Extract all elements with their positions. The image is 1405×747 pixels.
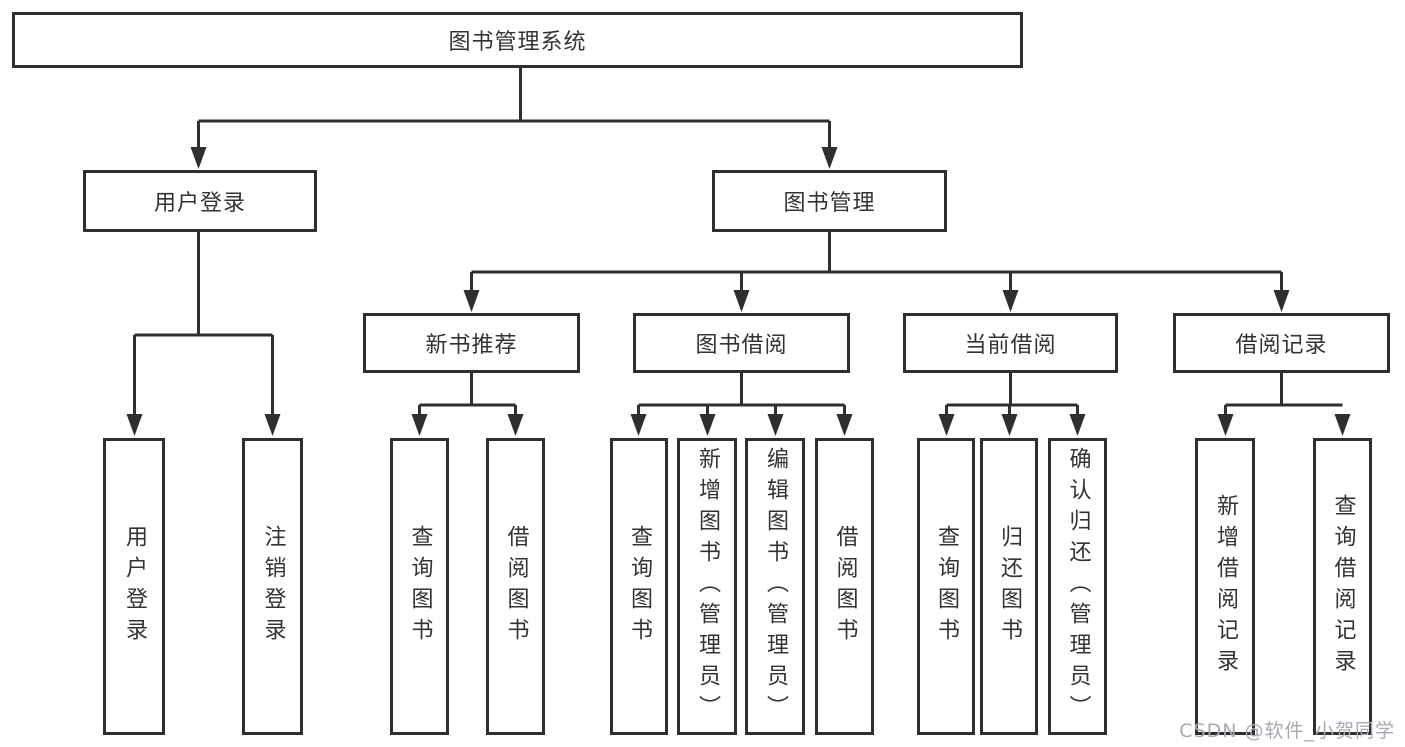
node-borrow-records-label: 借阅记录 [1235, 333, 1328, 358]
arrow-down-icon [411, 414, 428, 436]
leaf-borrow-books: 借阅图书 [815, 438, 874, 735]
leaf-add-borrow-record-label: 新增借阅记录 [1213, 493, 1238, 680]
arrow-down-icon [938, 414, 955, 436]
leaf-query-borrow-record: 查询借阅记录 [1313, 438, 1372, 735]
node-book-borrow-label: 图书借阅 [695, 333, 788, 358]
node-new-book-recommend-label: 新书推荐 [425, 333, 518, 358]
node-new-book-recommend: 新书推荐 [363, 313, 580, 373]
leaf-borrow-books-label: 借阅图书 [832, 524, 858, 649]
leaf-logout: 注销登录 [242, 438, 303, 735]
leaf-edit-books-admin-label: 编辑图书（管理员） [763, 447, 788, 726]
leaf-edit-books-admin: 编辑图书（管理员） [745, 438, 805, 735]
arrow-down-icon [821, 147, 838, 169]
leaf-return-books: 归还图书 [980, 438, 1038, 735]
leaf-borrow-books-newbooks: 借阅图书 [486, 438, 545, 735]
arrow-down-icon [463, 290, 480, 312]
node-book-borrow: 图书借阅 [633, 313, 850, 373]
arrow-down-icon [507, 414, 524, 436]
arrow-down-icon [767, 414, 784, 436]
arrow-down-icon [733, 290, 750, 312]
leaf-confirm-return-admin-label: 确认归还（管理员） [1065, 447, 1091, 726]
arrow-down-icon [190, 147, 207, 169]
leaf-query-books-newbooks-label: 查询图书 [407, 524, 433, 649]
leaf-user-login: 用户登录 [103, 438, 165, 735]
leaf-query-books-newbooks: 查询图书 [390, 438, 449, 735]
node-root-label: 图书管理系统 [448, 30, 587, 55]
leaf-query-books-borrow-label: 查询图书 [627, 524, 652, 649]
arrow-down-icon [630, 414, 647, 436]
leaf-query-borrow-record-label: 查询借阅记录 [1330, 493, 1356, 680]
leaf-query-books-current: 查询图书 [917, 438, 975, 735]
node-book-management-label: 图书管理 [783, 191, 876, 216]
arrow-down-icon [1217, 414, 1234, 436]
leaf-query-books-current-label: 查询图书 [934, 524, 959, 649]
connector-userlogin-to-leaves [133, 232, 274, 417]
leaf-logout-label: 注销登录 [260, 524, 286, 649]
arrow-down-icon [836, 414, 853, 436]
node-borrow-records: 借阅记录 [1173, 313, 1390, 373]
connector-newbooks-to-leaves [418, 373, 517, 417]
node-root: 图书管理系统 [12, 12, 1023, 68]
arrow-down-icon [126, 414, 143, 436]
arrow-down-icon [1334, 414, 1351, 436]
leaf-user-login-label: 用户登录 [122, 524, 147, 649]
arrow-down-icon [1001, 414, 1018, 436]
watermark: CSDN @软件_小贺同学 [1179, 720, 1395, 742]
connector-currentborrow-to-leaves [945, 373, 1079, 417]
arrow-down-icon [1069, 414, 1086, 436]
leaf-add-books-admin-label: 新增图书（管理员） [695, 447, 720, 726]
node-current-borrow-label: 当前借阅 [964, 333, 1057, 358]
node-user-login-label: 用户登录 [153, 191, 246, 216]
connector-root-to-level2 [197, 68, 831, 150]
arrow-down-icon [1002, 290, 1019, 312]
leaf-return-books-label: 归还图书 [997, 524, 1022, 649]
leaf-confirm-return-admin: 确认归还（管理员） [1048, 438, 1107, 735]
connector-bookborrow-to-leaves [637, 373, 846, 417]
node-book-management: 图书管理 [712, 170, 947, 232]
arrow-down-icon [264, 414, 281, 436]
node-current-borrow: 当前借阅 [903, 313, 1118, 373]
arrow-down-icon [699, 414, 716, 436]
leaf-add-books-admin: 新增图书（管理员） [677, 438, 737, 735]
node-user-login: 用户登录 [83, 170, 317, 232]
leaf-borrow-books-newbooks-label: 借阅图书 [503, 524, 529, 649]
connector-borrowrecords-to-leaves [1224, 373, 1343, 417]
arrow-down-icon [1273, 290, 1290, 312]
leaf-query-books-borrow: 查询图书 [610, 438, 668, 735]
leaf-add-borrow-record: 新增借阅记录 [1195, 438, 1255, 735]
connector-bookmgmt-to-categories [470, 232, 1283, 293]
